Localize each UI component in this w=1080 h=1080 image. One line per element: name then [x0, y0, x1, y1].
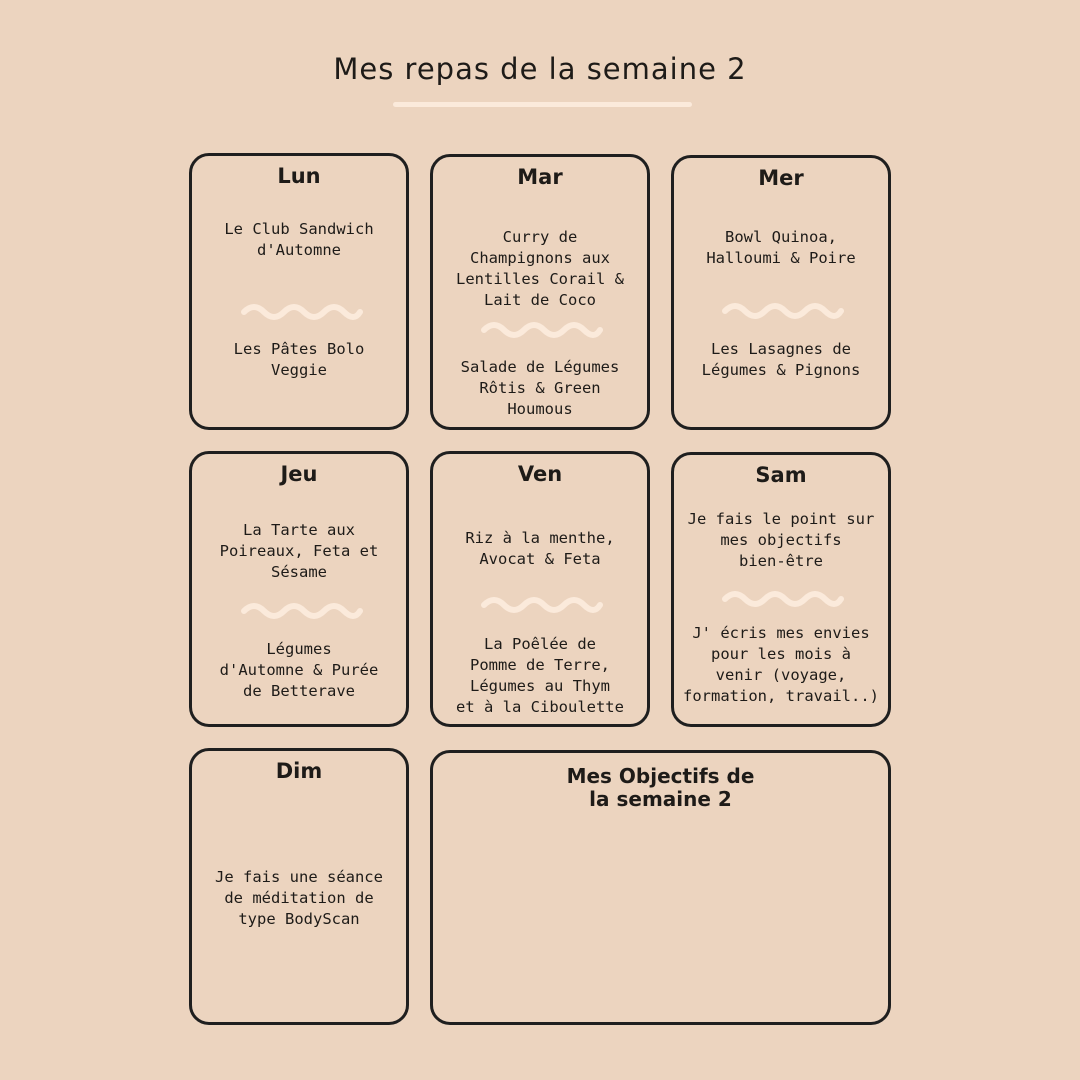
day-label: Jeu [280, 462, 318, 486]
meal-item: Curry de Champignons aux Lentilles Corai… [456, 228, 624, 309]
day-label: Mer [758, 166, 804, 190]
page-title: Mes repas de la semaine 2 [333, 52, 747, 86]
meal-item: Riz à la menthe, Avocat & Feta [465, 529, 615, 568]
title-underline [393, 102, 692, 107]
meal-item: Légumes d'Automne & Purée de Betterave [219, 640, 379, 700]
day-card-mer: Mer Bowl Quinoa, Halloumi & Poire Les La… [671, 155, 891, 430]
meal-item: Bowl Quinoa, Halloumi & Poire [706, 228, 856, 267]
day-card-dim: Dim Je fais une séance de méditation de … [189, 748, 409, 1025]
goal-item: Je fais une séance de méditation de type… [215, 868, 383, 928]
wave-divider-icon [481, 597, 603, 613]
meal-item: Salade de Légumes Rôtis & Green Houmous [460, 358, 620, 418]
day-label: Ven [517, 462, 563, 486]
wave-divider-icon [241, 603, 363, 619]
meal-item: La Poêlée de Pomme de Terre, Légumes au … [456, 635, 624, 716]
day-card-lun: Lun Le Club Sandwich d'Automne Les Pâtes… [189, 153, 409, 430]
meal-item: Les Lasagnes de Légumes & Pignons [701, 340, 861, 379]
day-card-jeu: Jeu La Tarte aux Poireaux, Feta et Sésam… [189, 451, 409, 727]
objectives-title: Mes Objectifs de la semaine 2 [566, 764, 755, 811]
meal-item: La Tarte aux Poireaux, Feta et Sésame [219, 521, 379, 581]
day-label: Sam [755, 463, 807, 487]
day-card-mar: Mar Curry de Champignons aux Lentilles C… [430, 154, 650, 430]
goal-item: J' écris mes envies pour les mois à veni… [683, 624, 879, 705]
goal-item: Je fais le point sur mes objectifs bien-… [687, 510, 875, 570]
day-card-ven: Ven Riz à la menthe, Avocat & Feta La Po… [430, 451, 650, 727]
objectives-card: Mes Objectifs de la semaine 2 [430, 750, 891, 1025]
day-label: Mar [517, 165, 563, 189]
wave-divider-icon [722, 591, 844, 607]
day-label: Dim [275, 759, 323, 783]
meal-item: Les Pâtes Bolo Veggie [233, 340, 365, 379]
meal-item: Le Club Sandwich d'Automne [224, 220, 374, 259]
day-label: Lun [277, 164, 321, 188]
wave-divider-icon [241, 304, 363, 320]
day-card-sam: Sam Je fais le point sur mes objectifs b… [671, 452, 891, 727]
wave-divider-icon [722, 303, 844, 319]
wave-divider-icon [481, 322, 603, 338]
